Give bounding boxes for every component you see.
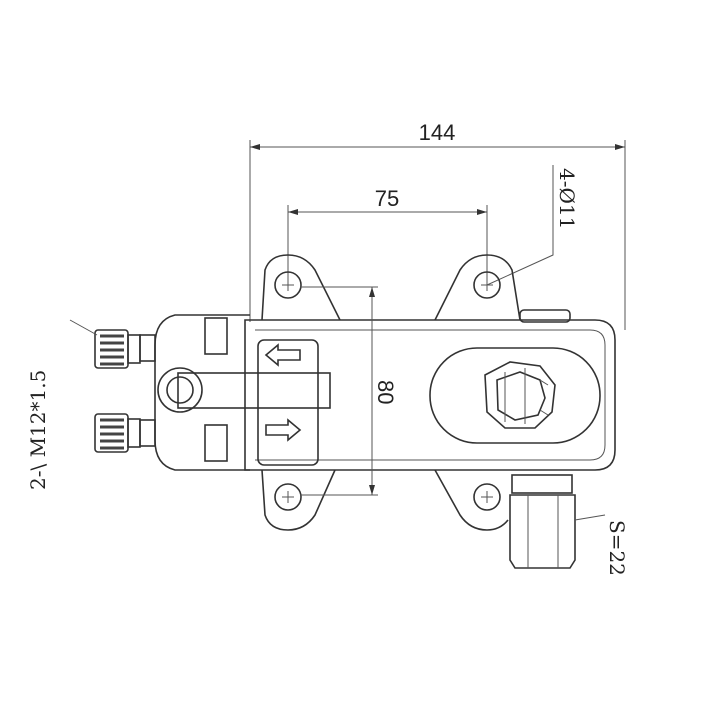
switch-body — [244, 309, 616, 471]
dimension-75: 75 — [287, 186, 488, 285]
terminal-stud-icon — [94, 329, 141, 369]
hex-size-label: S=22 — [605, 520, 629, 576]
dimension-75-label: 75 — [375, 186, 399, 211]
mounting-hole — [473, 271, 501, 299]
terminal-stud-icon — [94, 413, 141, 453]
mounting-hole — [274, 271, 302, 299]
mounting-hole — [274, 483, 302, 511]
dimension-80-label: 80 — [373, 380, 398, 404]
hole-callout: 4-Ø11 — [486, 165, 579, 286]
dimension-80: 80 — [300, 286, 398, 496]
terminal-block — [69, 314, 250, 471]
mounting-flanges — [261, 254, 521, 531]
direction-window — [257, 339, 319, 466]
toggle-lever — [157, 367, 331, 413]
arrow-right-icon — [265, 418, 302, 442]
rotary-knob-icon — [484, 361, 556, 429]
dimension-144: 144 — [249, 120, 626, 330]
arrow-left-icon — [264, 343, 301, 367]
dimension-144-label: 144 — [419, 120, 456, 145]
hole-callout-label: 4-Ø11 — [555, 168, 579, 229]
hex-fitting: S=22 — [509, 474, 629, 576]
mounting-hole — [473, 483, 501, 511]
terminal-thread-label: 2-\ M12*1.5 — [26, 370, 50, 490]
